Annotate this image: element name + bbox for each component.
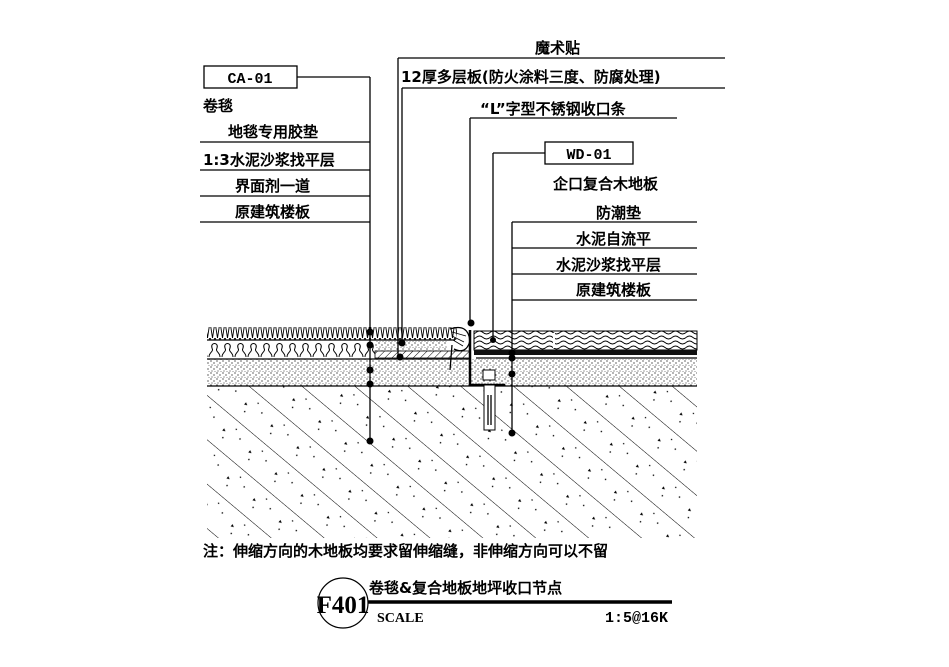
label-screed-right: 水泥沙浆找平层 — [556, 256, 661, 274]
material-tag-ca01: CA-01 — [227, 71, 272, 88]
drawing-id: F401 — [317, 592, 370, 619]
scale-value: 1:5@16K — [605, 610, 668, 627]
screed-layer — [207, 357, 697, 386]
material-tag-box — [203, 65, 298, 89]
label-interface-agent: 界面剂一道 — [235, 177, 310, 195]
label-original-slab-right: 原建筑楼板 — [576, 281, 652, 299]
label-velcro: 魔术贴 — [535, 39, 580, 57]
expansion-note: 注：伸缩方向的木地板均要求留伸缩缝，非伸缩方向可以不留 — [203, 542, 608, 560]
label-carpet: 卷毯 — [202, 97, 233, 115]
title-block: F401 卷毯&复合地板地坪收口节点 SCALE 1:5@16K — [317, 577, 672, 629]
scale-label: SCALE — [377, 611, 424, 626]
label-original-slab: 原建筑楼板 — [235, 203, 311, 221]
l-shaped-stainless-strip — [468, 330, 505, 431]
carpet-assembly — [207, 326, 471, 371]
wood-floor-assembly — [473, 330, 698, 355]
material-tag-box — [544, 141, 634, 165]
label-carpet-underlay: 地毯专用胶垫 — [228, 123, 318, 141]
structural-slab — [207, 385, 697, 538]
label-self-leveling: 水泥自流平 — [576, 230, 651, 248]
label-l-strip: “L”字型不锈钢收口条 — [480, 100, 627, 118]
drawing-title: 卷毯&复合地板地坪收口节点 — [368, 579, 562, 597]
label-damp-pad: 防潮垫 — [596, 204, 641, 222]
leader-lines — [200, 57, 725, 445]
label-wood-floor: 企口复合木地板 — [552, 175, 659, 193]
label-plywood: 12厚多层板(防火涂料三度、防腐处理) — [401, 68, 661, 86]
label-screed: 1:3水泥沙浆找平层 — [203, 151, 335, 169]
material-tag-wd01: WD-01 — [566, 147, 611, 164]
